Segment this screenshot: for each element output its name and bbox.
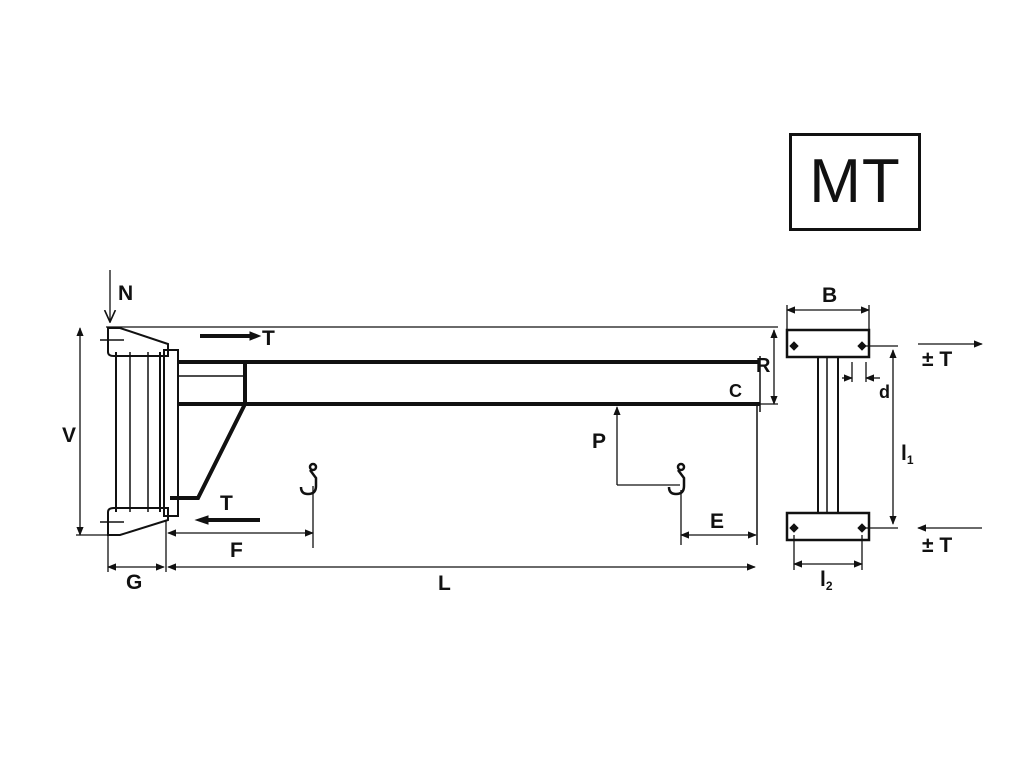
label-b: B bbox=[822, 284, 837, 307]
label-n: N bbox=[118, 282, 133, 305]
hook-icon bbox=[299, 462, 318, 496]
thrust-arrows bbox=[194, 331, 262, 525]
label-c: C bbox=[729, 381, 742, 401]
logo-text: MT bbox=[809, 147, 901, 216]
label-l: L bbox=[438, 572, 451, 595]
side-view-dimensions bbox=[786, 305, 983, 570]
label-v: V bbox=[62, 424, 76, 447]
label-t-top: T bbox=[262, 327, 275, 350]
label-e: E bbox=[710, 510, 724, 533]
label-r: R bbox=[756, 355, 771, 377]
label-p: P bbox=[592, 430, 606, 453]
label-l1: l1 bbox=[901, 442, 914, 467]
bracket-side-view bbox=[785, 328, 871, 542]
label-pm-t-bottom: ± T bbox=[922, 534, 952, 557]
wall-bracket bbox=[100, 327, 179, 536]
label-pm-t-top: ± T bbox=[922, 348, 952, 371]
label-g: G bbox=[126, 571, 142, 594]
logo-box: MT bbox=[789, 133, 921, 231]
jib-beam bbox=[170, 356, 761, 545]
label-l2: l2 bbox=[820, 568, 833, 593]
dimension-lines bbox=[76, 270, 778, 572]
label-t-bottom: T bbox=[220, 492, 233, 515]
hook-icon bbox=[667, 462, 686, 496]
label-d: d bbox=[879, 382, 890, 402]
label-f: F bbox=[230, 539, 243, 562]
